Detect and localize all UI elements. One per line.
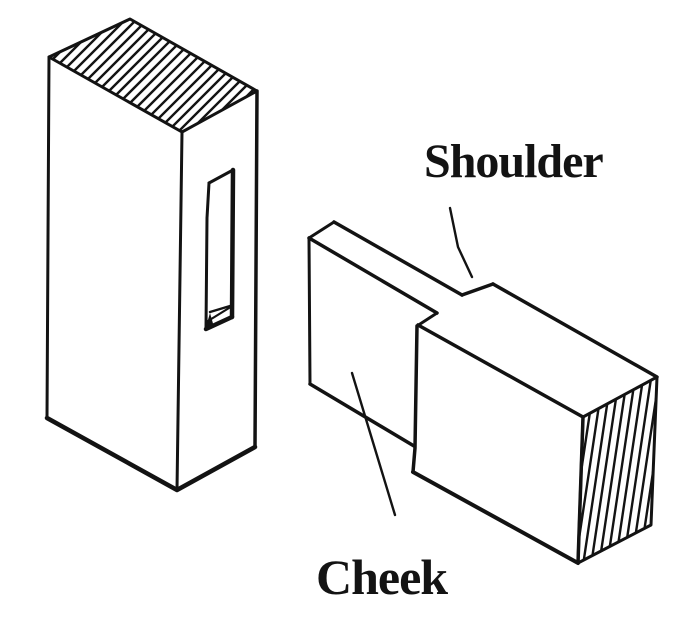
tenon-top-back-edge [332,220,464,297]
cheek-bottom-edge [308,382,416,448]
shoulder-label: Shoulder [424,135,603,188]
shoulder-front-edge [415,311,439,328]
tenon-top-front-edge [307,236,439,315]
post-front-corner-edge [175,130,184,492]
rail-front-bottom-edge [411,470,580,565]
mortise-slot [203,167,236,332]
mortise-left-edge [204,181,211,331]
post-left-edge [45,55,51,420]
mortise-top-edge [207,168,235,185]
rail-top-back-edge [491,282,659,379]
mortise-right-edge [229,167,236,320]
cheek-label: Cheek [316,549,448,605]
tenon-piece [307,220,659,565]
shoulder-leader-line [448,206,474,279]
post-right-edge [253,89,259,449]
mortise-bottom-inner-edge [208,304,232,314]
mortise-bottom-shadow [205,313,214,330]
cheek-leader-line [350,371,397,517]
mortise-piece [44,17,259,493]
rail-front-right-edge [576,415,585,565]
shoulder-top-edge [460,282,495,297]
cheek-left-edge [307,236,312,386]
shoulder-step-vertical-edge [411,324,419,474]
tenon-tip-edge [307,220,336,240]
post-bottom-edges [44,415,258,493]
rail-top-front-edge [416,323,585,419]
